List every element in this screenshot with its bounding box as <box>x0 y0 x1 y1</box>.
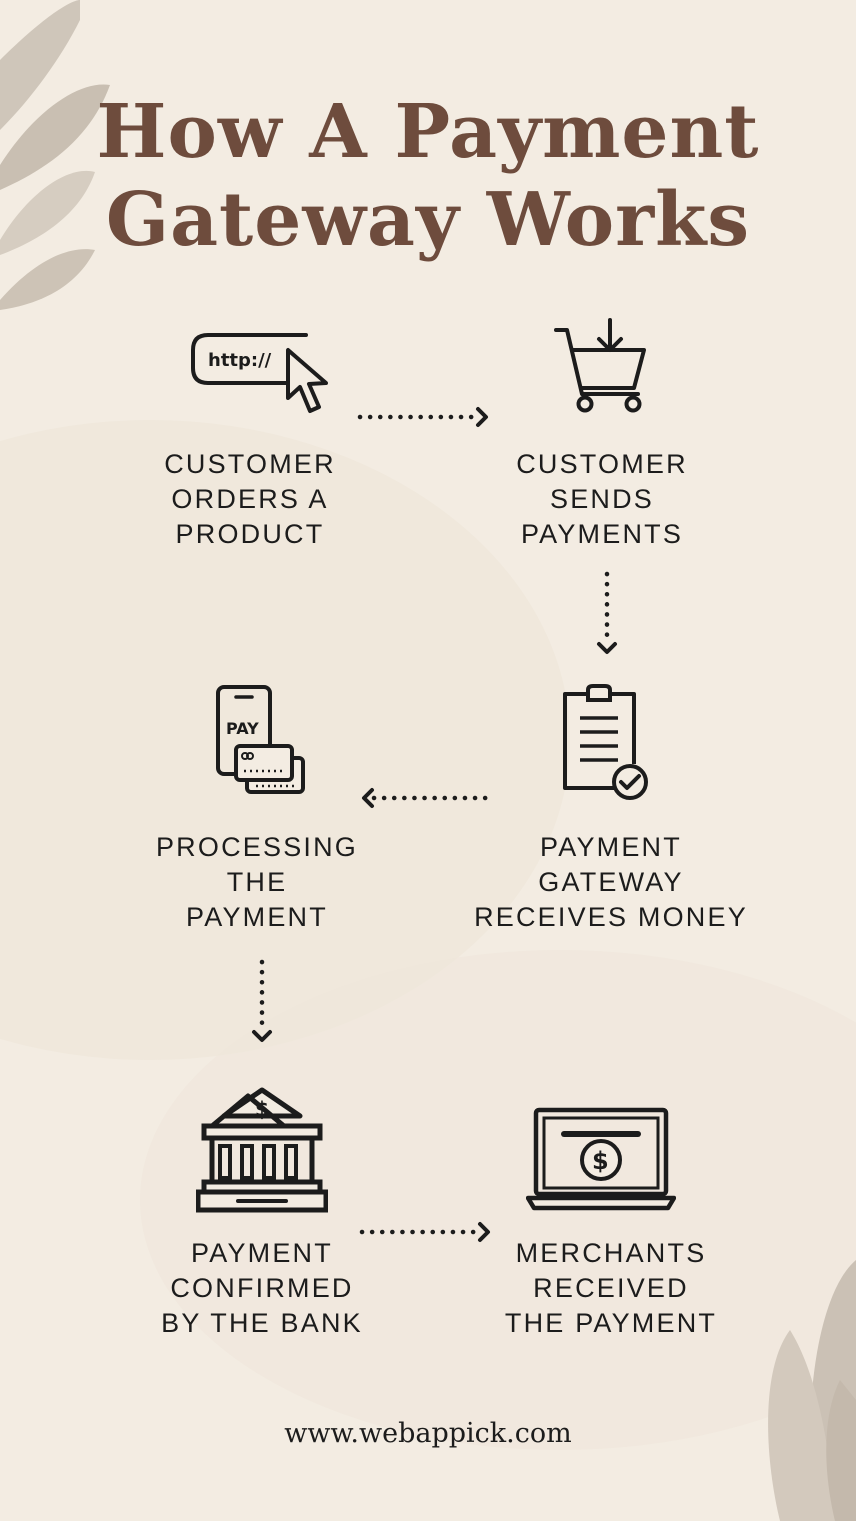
shopping-cart-icon <box>554 318 646 413</box>
bank-icon: $ <box>196 1087 328 1213</box>
http-text: http:// <box>208 350 272 371</box>
bank-dollar-text: $ <box>255 1097 269 1121</box>
step-gateway-receives-money: PAYMENT GATEWAY RECEIVES MONEY <box>474 832 748 932</box>
clipboard-check-icon <box>563 684 648 800</box>
top-left-leaf-icon <box>0 0 110 310</box>
step-merchants-received-payment: MERCHANTS RECEIVED THE PAYMENT <box>504 1238 718 1338</box>
step-customer-sends-payments: CUSTOMER SENDS PAYMENTS <box>516 449 688 549</box>
pay-text: PAY <box>226 719 259 738</box>
bottom-right-leaf-icon <box>768 1260 856 1521</box>
footer-website-link[interactable]: www.webappick.com <box>284 1418 572 1449</box>
step-payment-confirmed-bank: PAYMENT CONFIRMED BY THE BANK <box>161 1238 363 1338</box>
phone-pay-card-icon: PAY <box>216 685 305 794</box>
arrow-right-2 <box>359 1222 490 1242</box>
arrow-left-1 <box>362 788 489 808</box>
step-customer-orders-product: CUSTOMER ORDERS A PRODUCT <box>164 449 336 549</box>
page-title: How A Payment Gateway Works <box>0 88 856 264</box>
laptop-dollar-text: $ <box>592 1147 609 1175</box>
arrow-right-1 <box>357 407 488 427</box>
title-line-2: Gateway Works <box>105 177 751 263</box>
laptop-dollar-icon: $ <box>526 1107 676 1211</box>
http-cursor-icon: http:// <box>191 333 328 413</box>
arrow-down-2 <box>252 959 272 1042</box>
step-processing-payment: PROCESSING THE PAYMENT <box>155 832 359 932</box>
arrow-down-1 <box>597 571 617 654</box>
title-line-1: How A Payment <box>96 89 760 175</box>
